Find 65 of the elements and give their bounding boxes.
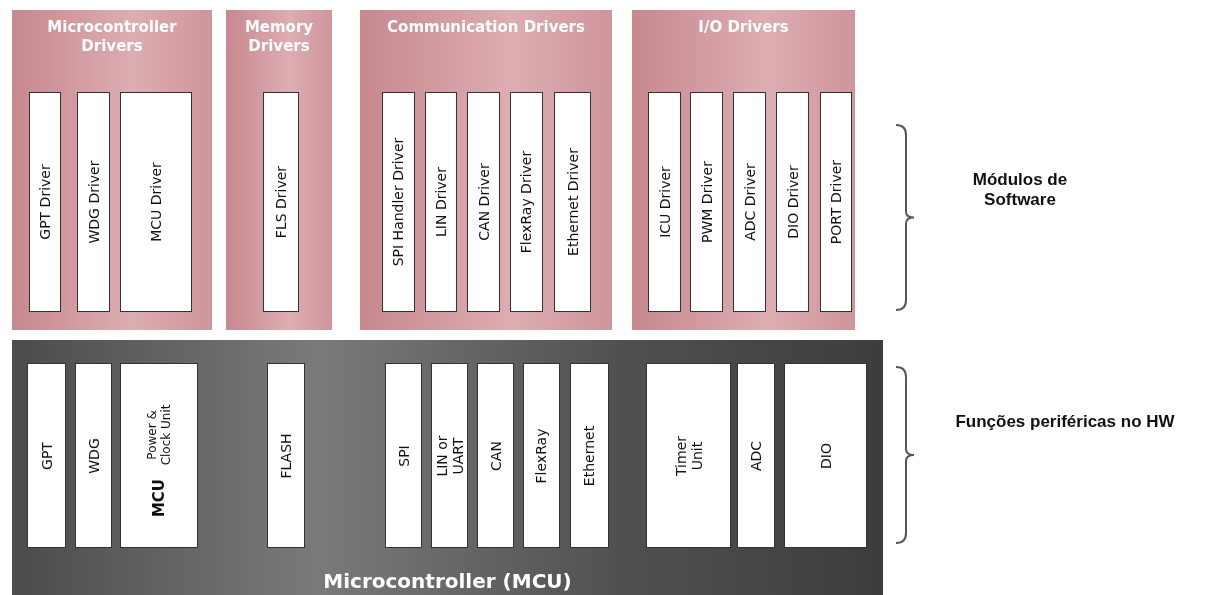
module-label: DIO Driver (784, 165, 801, 239)
group-title: Microcontroller Drivers (46, 18, 178, 56)
module-label: CAN (487, 440, 504, 471)
module-label: WDG (85, 437, 102, 474)
module-label: Ethernet (581, 425, 598, 486)
group-title: Memory Drivers (243, 18, 315, 56)
module-label: Timer Unit (672, 434, 705, 478)
module-label: ADC (748, 440, 764, 471)
module-box (523, 363, 560, 548)
group-title: I/O Drivers (697, 18, 790, 37)
layer-label: Módulos de Software (971, 170, 1069, 210)
module-label: LIN Driver (433, 167, 449, 237)
module-label: WDG Driver (85, 160, 102, 244)
module-box (690, 92, 723, 312)
module-box (648, 92, 681, 312)
module-label: FLASH (278, 432, 294, 479)
module-box (784, 363, 867, 548)
module-box (554, 92, 591, 312)
hardware-panel (12, 340, 883, 595)
group-title: Communication Drivers (386, 18, 586, 37)
module-label: FLS Driver (273, 165, 289, 239)
module-box (425, 92, 457, 312)
module-label: PWM Driver (698, 161, 715, 243)
layer-panel (12, 10, 212, 330)
module-label: SPI (395, 444, 412, 467)
group-title: Microcontroller (MCU) (322, 572, 573, 591)
module-box (646, 363, 731, 548)
module-label: LIN or UART (433, 433, 466, 479)
module-label: MCU (150, 478, 168, 517)
module-box (29, 92, 61, 312)
module-box (75, 363, 112, 548)
layer-panel (632, 10, 855, 330)
module-box (570, 363, 609, 548)
module-box (733, 92, 766, 312)
module-label: ADC Driver (741, 163, 758, 241)
module-box (477, 363, 514, 548)
module-box (120, 92, 192, 312)
module-label: CAN Driver (475, 163, 492, 241)
module-label: GPT (38, 441, 55, 470)
module-label: ICU Driver (656, 166, 673, 238)
module-box (467, 92, 500, 312)
module-box (27, 363, 66, 548)
module-label: Power & Clock Unit (145, 403, 173, 467)
module-label: FlexRay (533, 428, 550, 483)
module-label: FlexRay Driver (518, 150, 535, 254)
layer-panel (226, 10, 332, 330)
module-label: Ethernet Driver (564, 148, 581, 256)
module-label: DIO (817, 442, 834, 469)
module-label: GPT Driver (37, 164, 53, 240)
module-box (431, 363, 468, 548)
module-box (120, 363, 198, 548)
module-box (737, 363, 775, 548)
module-box (510, 92, 543, 312)
module-box (820, 92, 852, 312)
module-label: SPI Handler Driver (390, 137, 407, 267)
module-label: MCU Driver (148, 162, 164, 242)
module-box (77, 92, 110, 312)
module-box (385, 363, 422, 548)
module-box (263, 92, 299, 312)
module-box (382, 92, 415, 312)
layer-label: Funções periféricas no HW (954, 412, 1176, 432)
module-box (267, 363, 305, 548)
module-box (776, 92, 809, 312)
module-label: PORT Driver (828, 159, 844, 245)
layer-panel (360, 10, 612, 330)
